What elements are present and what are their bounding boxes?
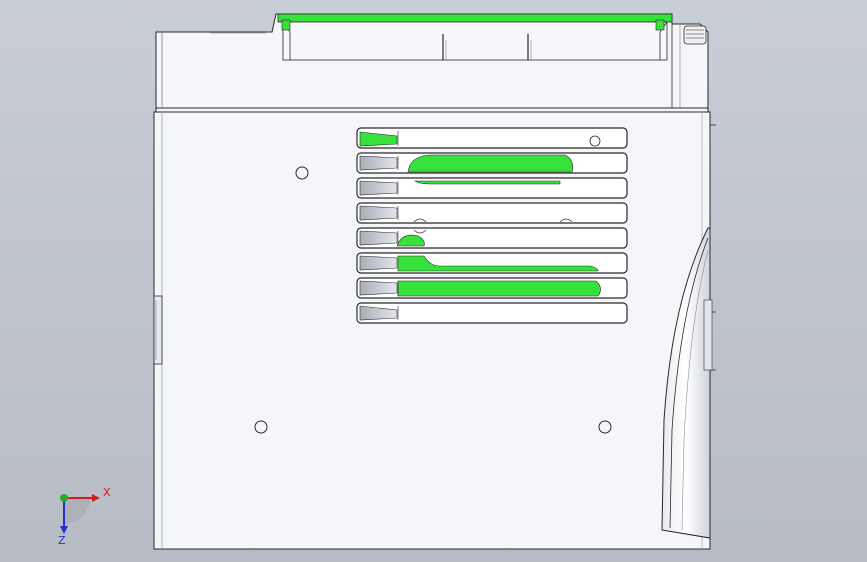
mounting-hole [254, 420, 268, 434]
mounting-hole [295, 166, 309, 180]
curved-front-panel[interactable] [661, 227, 713, 539]
coordinate-triad-icon: X Z [58, 486, 111, 547]
x-axis-label: X [103, 486, 111, 499]
z-axis-label: Z [58, 534, 66, 547]
connector-rail[interactable] [277, 13, 673, 61]
mounting-hole [598, 420, 612, 434]
vent-slot [356, 202, 628, 224]
left-clip[interactable] [153, 295, 163, 365]
vent-slots[interactable] [356, 127, 628, 324]
vent-slot [356, 127, 628, 149]
mounting-holes [254, 166, 612, 434]
screw-head-icon [683, 25, 707, 45]
vent-slot [356, 302, 628, 324]
